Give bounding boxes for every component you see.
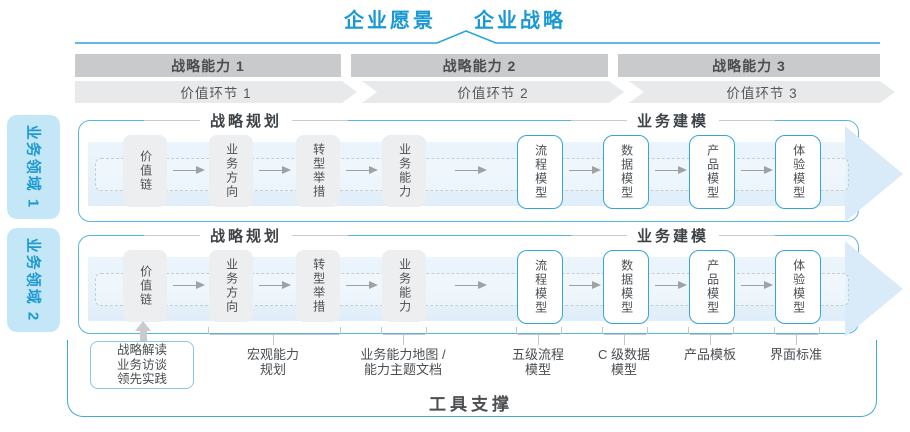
domain-tab-1-label: 业务领域 1 <box>24 124 41 210</box>
flow-arrow <box>346 280 378 289</box>
planning-title-text: 战略规划 <box>199 225 293 246</box>
title-flank-line <box>143 120 200 121</box>
stage-box-data-model: 数据模型 <box>603 250 649 324</box>
connector-stem <box>624 334 625 345</box>
flow-arrow <box>455 165 487 174</box>
stage-box-value-chain: 价值链 <box>123 250 167 322</box>
connector-bracket <box>381 327 427 335</box>
flow-arrow <box>346 165 378 174</box>
swimlane-domain-1: 战略规划 业务建模 价值链 业务方向 转型举措 业务能力 流程模型 数据模型 产… <box>78 110 903 222</box>
connector-bracket <box>774 327 820 335</box>
connector-stem <box>796 334 797 345</box>
domain-tab-1: 业务领域 1 <box>7 115 60 219</box>
flow-arrow <box>173 165 205 174</box>
connector-bracket <box>602 327 648 335</box>
flow-arrow <box>173 280 205 289</box>
note-process-model: 五级流程模型 <box>511 347 565 377</box>
stage-box-business-direction: 业务方向 <box>209 135 253 207</box>
section-title-modeling: 业务建模 <box>570 110 776 131</box>
note-capability-map: 业务能力地图 /能力主题文档 <box>360 347 446 377</box>
title-flank-line <box>292 120 349 121</box>
flow-arrow <box>655 280 687 289</box>
practice-note-box: 战略解读 业务访谈 领先实践 <box>90 341 194 389</box>
title-flank-line <box>570 120 627 121</box>
vision-title: 企业愿景 <box>344 10 436 32</box>
stage-box-transformation: 转型举措 <box>296 135 340 207</box>
flow-arrow <box>741 165 773 174</box>
planning-title-text: 战略规划 <box>199 110 293 131</box>
capability-bar-3: 战略能力 3 <box>618 54 880 77</box>
diagram-header: 企业愿景 企业战略 <box>0 4 910 33</box>
stage-box-process-model: 流程模型 <box>517 250 563 324</box>
stage-box-product-model: 产品模型 <box>689 250 735 324</box>
note-data-model: C 级数据模型 <box>597 347 651 377</box>
stage-box-experience-model: 体验模型 <box>775 135 821 209</box>
value-link-2: 价值环节 2 <box>362 81 624 103</box>
practice-line: 业务访谈 <box>116 357 167 372</box>
note-macro-capability: 宏观能力规划 <box>246 347 300 377</box>
flow-arrow <box>569 280 601 289</box>
stage-box-transformation: 转型举措 <box>296 250 340 322</box>
stage-box-process-model: 流程模型 <box>517 135 563 209</box>
flow-arrow <box>259 165 291 174</box>
note-ui-standard: 界面标准 <box>769 347 823 362</box>
title-flank-line <box>292 235 349 236</box>
stage-box-business-direction: 业务方向 <box>209 250 253 322</box>
section-title-planning: 战略规划 <box>143 225 349 246</box>
stage-box-product-model: 产品模型 <box>689 135 735 209</box>
modeling-title-text: 业务建模 <box>626 110 720 131</box>
swimlane-domain-2: 战略规划 业务建模 价值链 业务方向 转型举措 业务能力 流程模型 数据模型 产… <box>78 225 903 337</box>
connector-bracket <box>516 327 562 335</box>
connector-bracket <box>208 327 341 335</box>
connector-stem <box>273 334 274 345</box>
value-link-3: 价值环节 3 <box>629 81 895 103</box>
connector-bracket <box>688 327 734 335</box>
note-product-template: 产品模板 <box>683 347 737 362</box>
flow-arrow <box>569 165 601 174</box>
tool-support-container <box>67 340 877 417</box>
connector-stem <box>538 334 539 345</box>
modeling-title-text: 业务建模 <box>626 225 720 246</box>
stage-box-data-model: 数据模型 <box>603 135 649 209</box>
section-title-modeling: 业务建模 <box>570 225 776 246</box>
stage-box-experience-model: 体验模型 <box>775 250 821 324</box>
domain-tab-2: 业务领域 2 <box>7 228 60 332</box>
title-flank-line <box>143 235 200 236</box>
title-flank-line <box>719 235 776 236</box>
practice-line: 战略解读 <box>116 343 167 358</box>
header-divider-caret <box>75 30 880 44</box>
domain-tab-2-label: 业务领域 2 <box>24 237 41 323</box>
capability-bar-1: 战略能力 1 <box>75 54 341 77</box>
practice-line: 领先实践 <box>116 372 167 387</box>
flow-band-arrowhead <box>845 126 903 222</box>
tool-support-label: 工具支撑 <box>429 395 513 414</box>
stage-box-business-capability: 业务能力 <box>382 250 426 322</box>
flow-arrow <box>259 280 291 289</box>
capability-bar-2: 战略能力 2 <box>351 54 608 77</box>
strategy-title: 企业战略 <box>474 10 566 32</box>
flow-band-arrowhead <box>845 241 903 337</box>
connector-stem <box>710 334 711 345</box>
flow-arrow <box>655 165 687 174</box>
up-arrow-shaft <box>140 330 147 342</box>
stage-box-value-chain: 价值链 <box>123 135 167 207</box>
section-title-planning: 战略规划 <box>143 110 349 131</box>
title-flank-line <box>719 120 776 121</box>
stage-box-business-capability: 业务能力 <box>382 135 426 207</box>
up-arrow-icon <box>135 321 151 331</box>
connector-stem <box>403 334 404 345</box>
value-link-1: 价值环节 1 <box>75 81 357 103</box>
flow-arrow <box>455 280 487 289</box>
title-flank-line <box>570 235 627 236</box>
flow-arrow <box>741 280 773 289</box>
